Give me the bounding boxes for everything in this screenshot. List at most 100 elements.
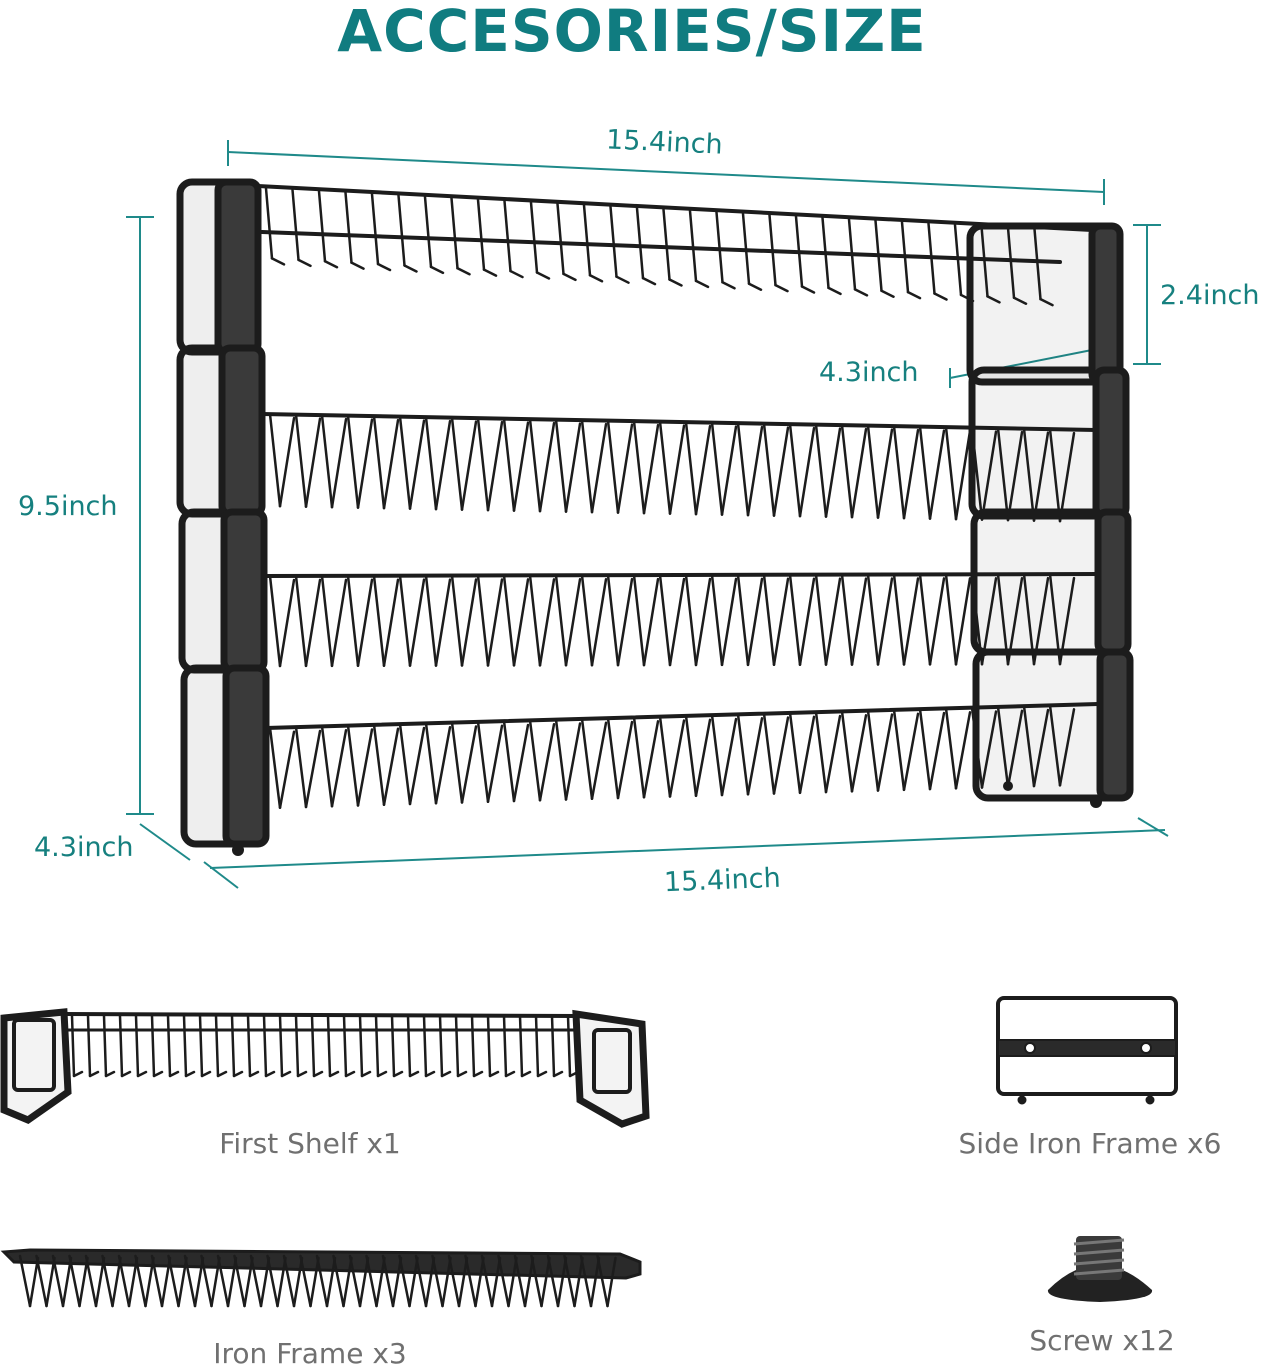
shelf-wire bbox=[662, 208, 671, 281]
shelf-wire bbox=[632, 419, 646, 515]
shelf-wire bbox=[554, 418, 568, 513]
frame-wire bbox=[563, 1254, 576, 1308]
shelf-wire bbox=[392, 1070, 404, 1078]
shelf-wire bbox=[504, 1070, 516, 1078]
shelf-wire bbox=[248, 1070, 260, 1078]
shelf-wire bbox=[456, 1070, 468, 1078]
shelf-wire bbox=[450, 416, 464, 511]
shelf-wire bbox=[850, 427, 868, 519]
shelf-wire bbox=[874, 219, 883, 292]
shelf-wire bbox=[980, 577, 998, 666]
shelf-wire bbox=[294, 574, 308, 668]
shelf-wire bbox=[928, 577, 946, 666]
shelf-wire bbox=[278, 730, 296, 810]
frame-wire bbox=[94, 1256, 106, 1308]
frame-wire bbox=[111, 1256, 122, 1308]
shelf-wire bbox=[512, 723, 530, 803]
shelf-wire bbox=[684, 714, 698, 798]
shelf-wire bbox=[1033, 227, 1042, 301]
shelf-wire bbox=[866, 424, 880, 519]
shelf-wire bbox=[736, 421, 750, 517]
shelf-wire bbox=[814, 423, 828, 518]
frame-wire bbox=[299, 1254, 312, 1308]
total-height-label: 9.5inch bbox=[18, 491, 118, 522]
shelf-wire bbox=[853, 288, 869, 297]
shelf-wire bbox=[320, 574, 334, 668]
shelf-wire bbox=[1032, 576, 1050, 666]
dimension-lines bbox=[126, 140, 1169, 889]
shelf-wire bbox=[518, 1014, 524, 1078]
shelf-wire bbox=[694, 718, 712, 798]
shelf-wire bbox=[562, 272, 577, 282]
shelf-wire bbox=[928, 711, 946, 791]
shelf-wire bbox=[264, 187, 274, 260]
shelf-wire bbox=[350, 261, 365, 270]
frame-wire bbox=[127, 1256, 139, 1308]
shelf-wire bbox=[1048, 704, 1062, 787]
shelf-wire bbox=[486, 578, 504, 667]
shelf-wire bbox=[944, 707, 958, 790]
shelf-wire bbox=[824, 577, 842, 666]
shelf-wire bbox=[294, 725, 308, 809]
shelf-wire bbox=[136, 1070, 148, 1078]
shelf-wire bbox=[684, 420, 698, 516]
frame-wire bbox=[177, 1256, 188, 1308]
screw-caption: Screw x12 bbox=[1029, 1324, 1175, 1357]
shelf-wire bbox=[528, 719, 542, 802]
shelf-wire bbox=[721, 281, 736, 290]
frame-wire bbox=[35, 1254, 48, 1308]
shelf-wire bbox=[424, 574, 438, 667]
shelf-wire bbox=[980, 225, 989, 298]
frame-wire bbox=[523, 1256, 535, 1308]
shelf-wire bbox=[216, 1070, 228, 1078]
shelf-wire bbox=[529, 201, 539, 274]
frame-wire bbox=[282, 1254, 296, 1308]
shelf-wire bbox=[1006, 226, 1016, 299]
shelf-wire bbox=[317, 189, 327, 263]
shelf-wire bbox=[556, 202, 565, 276]
shelf-wire bbox=[564, 422, 582, 513]
shelf-wire bbox=[434, 419, 452, 511]
shelf-wire bbox=[606, 419, 620, 514]
shelf-wire bbox=[264, 1070, 276, 1078]
shelf-wire bbox=[509, 269, 524, 279]
shelf-wire bbox=[944, 573, 958, 666]
shelf-wire bbox=[736, 573, 750, 667]
shelf-wire bbox=[323, 259, 339, 269]
shelf-wire bbox=[198, 1014, 204, 1078]
shelf-wire bbox=[370, 192, 380, 266]
shelf-wire bbox=[762, 573, 776, 667]
shelf-wire bbox=[104, 1070, 116, 1078]
shelf-wire bbox=[933, 292, 948, 301]
shelf-wire bbox=[268, 574, 282, 668]
shelf-wire bbox=[1012, 296, 1028, 305]
shelf-wire bbox=[615, 275, 630, 284]
shelf-wire bbox=[552, 1070, 564, 1078]
shelf-wire bbox=[360, 1070, 372, 1078]
screw-image bbox=[1047, 1236, 1153, 1302]
shelf-wire bbox=[814, 573, 828, 666]
shelf-wire bbox=[892, 424, 906, 520]
shelf-wire bbox=[502, 1014, 508, 1078]
frame-wire bbox=[68, 1254, 81, 1308]
side-iron-frame-caption: Side Iron Frame x6 bbox=[958, 1127, 1222, 1160]
shelf-wire bbox=[580, 573, 594, 667]
shelf-wire bbox=[330, 417, 348, 509]
shelf-wire bbox=[582, 204, 592, 277]
shelf-wire bbox=[840, 573, 854, 666]
shelf-wire bbox=[294, 413, 308, 508]
shelf-wire bbox=[328, 1070, 340, 1078]
shelf-wire bbox=[312, 1070, 324, 1078]
shelf-wire bbox=[534, 1014, 540, 1078]
shelf-wire bbox=[641, 276, 657, 286]
frame-wire bbox=[546, 1254, 560, 1308]
frame-wire bbox=[150, 1254, 164, 1308]
shelf-wire bbox=[346, 724, 360, 807]
shelf-wire bbox=[694, 577, 712, 667]
shelf-wire bbox=[694, 424, 712, 516]
shelf-wire bbox=[476, 574, 490, 667]
shelf-wire bbox=[668, 577, 686, 667]
shelf-wire bbox=[424, 1070, 436, 1078]
shelf-wire bbox=[642, 577, 660, 667]
